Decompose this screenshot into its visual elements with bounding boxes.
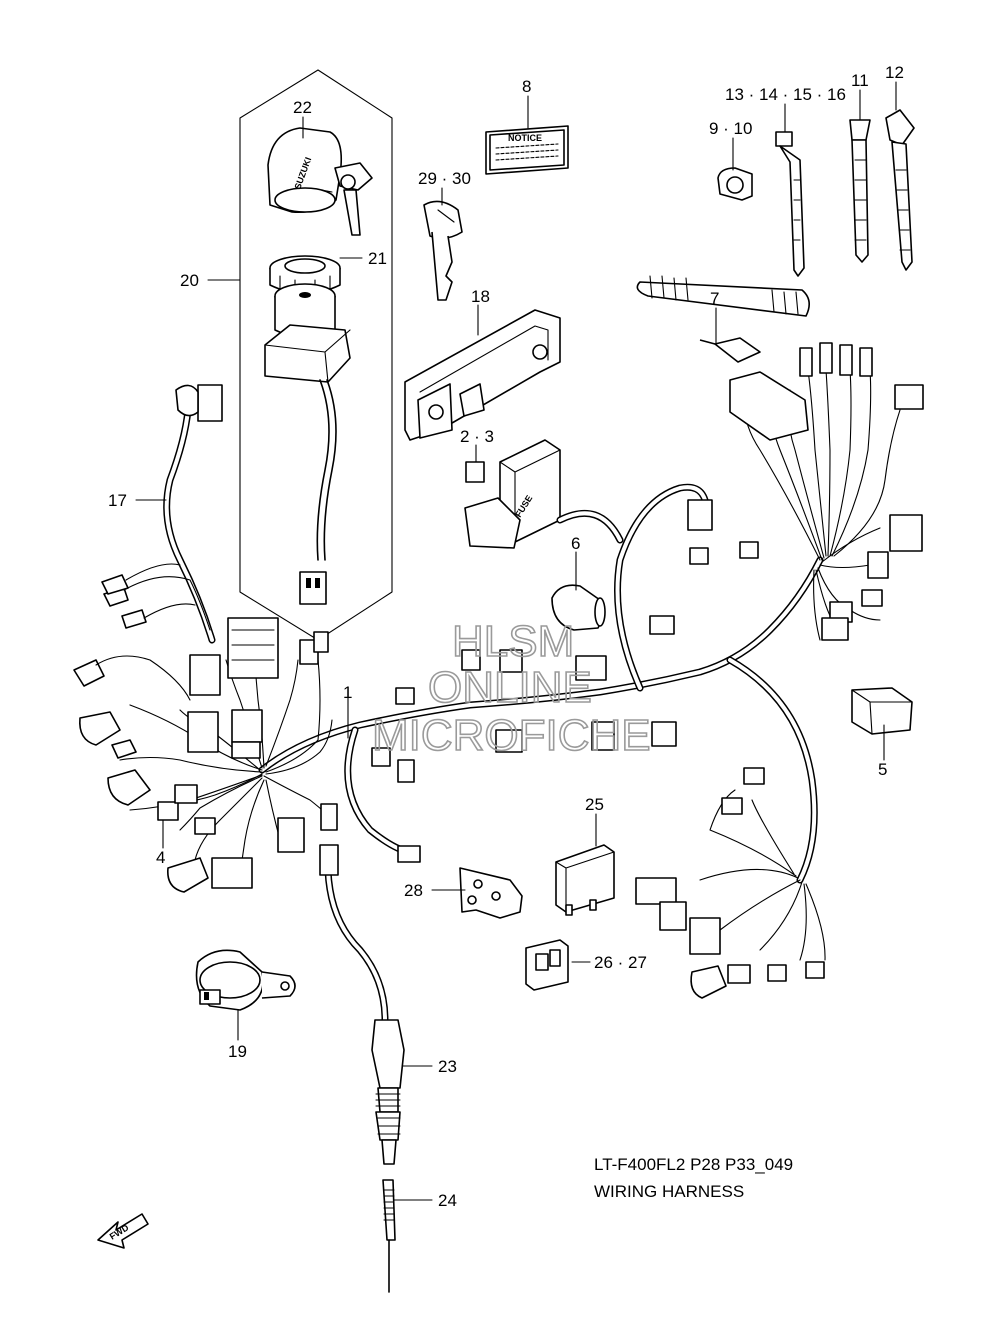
harness-connectors-right <box>371 342 924 999</box>
callout-17: 17 <box>108 491 127 510</box>
callout-19: 19 <box>228 1042 247 1061</box>
callout-1: 1 <box>343 683 352 702</box>
fuse-box-2-3: FUSE <box>464 439 561 549</box>
callout-9-10: 9 · 10 <box>709 119 752 138</box>
watermark-line-3: MICROFICHE <box>372 711 651 760</box>
callout-11: 11 <box>851 71 869 90</box>
relay-25 <box>555 844 615 916</box>
cable-tie-12 <box>885 109 915 271</box>
callout-12: 12 <box>885 63 904 82</box>
watermark-line-2: ONLINE <box>428 663 592 712</box>
callout-labels: 22 21 20 8 29 · 30 9 · 10 13 · 14 · 15 ·… <box>108 63 904 1210</box>
bracket-18 <box>404 309 561 441</box>
callout-2-3: 2 · 3 <box>460 427 494 446</box>
pin-24 <box>382 1179 396 1293</box>
switch-19 <box>195 949 296 1011</box>
sensor-23 <box>371 1019 405 1165</box>
callout-4: 4 <box>156 848 165 867</box>
callout-22: 22 <box>293 98 312 117</box>
clamp-9-10 <box>717 167 753 201</box>
callout-25: 25 <box>585 795 604 814</box>
notice-label-text: NOTICE <box>508 133 542 143</box>
ignition-switch-cover: SUZUKI <box>267 127 373 236</box>
bracket-28 <box>459 867 523 919</box>
callout-28: 28 <box>404 881 423 900</box>
notice-label-part: NOTICE <box>485 125 569 175</box>
diagram-caption: LT-F400FL2 P28 P33_049 WIRING HARNESS <box>594 1155 793 1201</box>
diagram-title: WIRING HARNESS <box>594 1182 744 1201</box>
fwd-arrow: FWD <box>97 1213 149 1249</box>
callout-24: 24 <box>438 1191 457 1210</box>
callout-8: 8 <box>522 77 531 96</box>
callout-26-27: 26 · 27 <box>594 953 647 972</box>
connector-cover-5 <box>851 687 913 735</box>
callout-29-30: 29 · 30 <box>418 169 471 188</box>
ignition-key <box>423 200 463 301</box>
cable-tie-11 <box>849 119 871 263</box>
diagram-code: LT-F400FL2 P28 P33_049 <box>594 1155 793 1174</box>
callout-23: 23 <box>438 1057 457 1076</box>
boot-6 <box>551 584 606 631</box>
callout-18: 18 <box>471 287 490 306</box>
callout-20: 20 <box>180 271 199 290</box>
cable-tie-13-16 <box>775 131 805 277</box>
callout-21: 21 <box>368 249 387 268</box>
harness-connectors-left <box>73 384 339 893</box>
tube-7 <box>636 275 810 363</box>
callout-5: 5 <box>878 760 887 779</box>
ignition-switch-body <box>264 283 351 605</box>
coupler-26-27 <box>525 939 569 991</box>
leader-lines <box>135 81 897 1201</box>
callout-13-16: 13 · 14 · 15 · 16 <box>725 85 846 104</box>
callout-6: 6 <box>571 534 580 553</box>
callout-7: 7 <box>710 289 719 308</box>
watermark-line-1: HLSM <box>452 617 574 666</box>
watermark: HLSM ONLINE MICROFICHE <box>371 616 651 761</box>
